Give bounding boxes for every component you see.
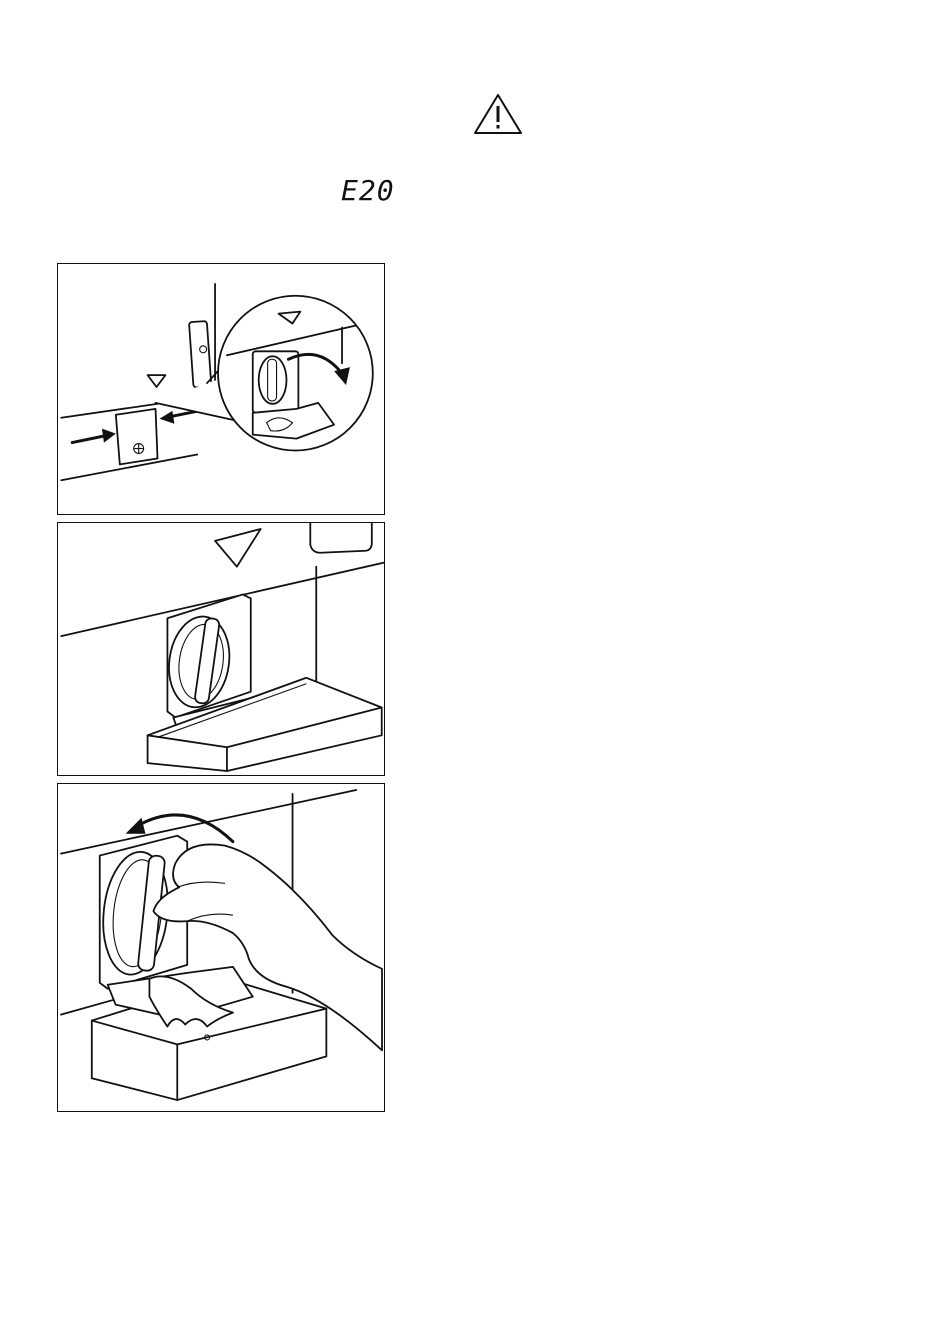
unscrew-pump-filter-illustration: [58, 784, 384, 1111]
warning-triangle-icon: [473, 93, 523, 135]
figure-open-filter-cover: [57, 263, 385, 515]
open-filter-cover-illustration: [58, 264, 384, 514]
figure-unscrew-filter: [57, 783, 385, 1112]
error-code-display: E20: [341, 176, 391, 206]
figure-place-drain-tray: [57, 522, 385, 776]
drain-tray-under-filter-illustration: [58, 523, 384, 775]
